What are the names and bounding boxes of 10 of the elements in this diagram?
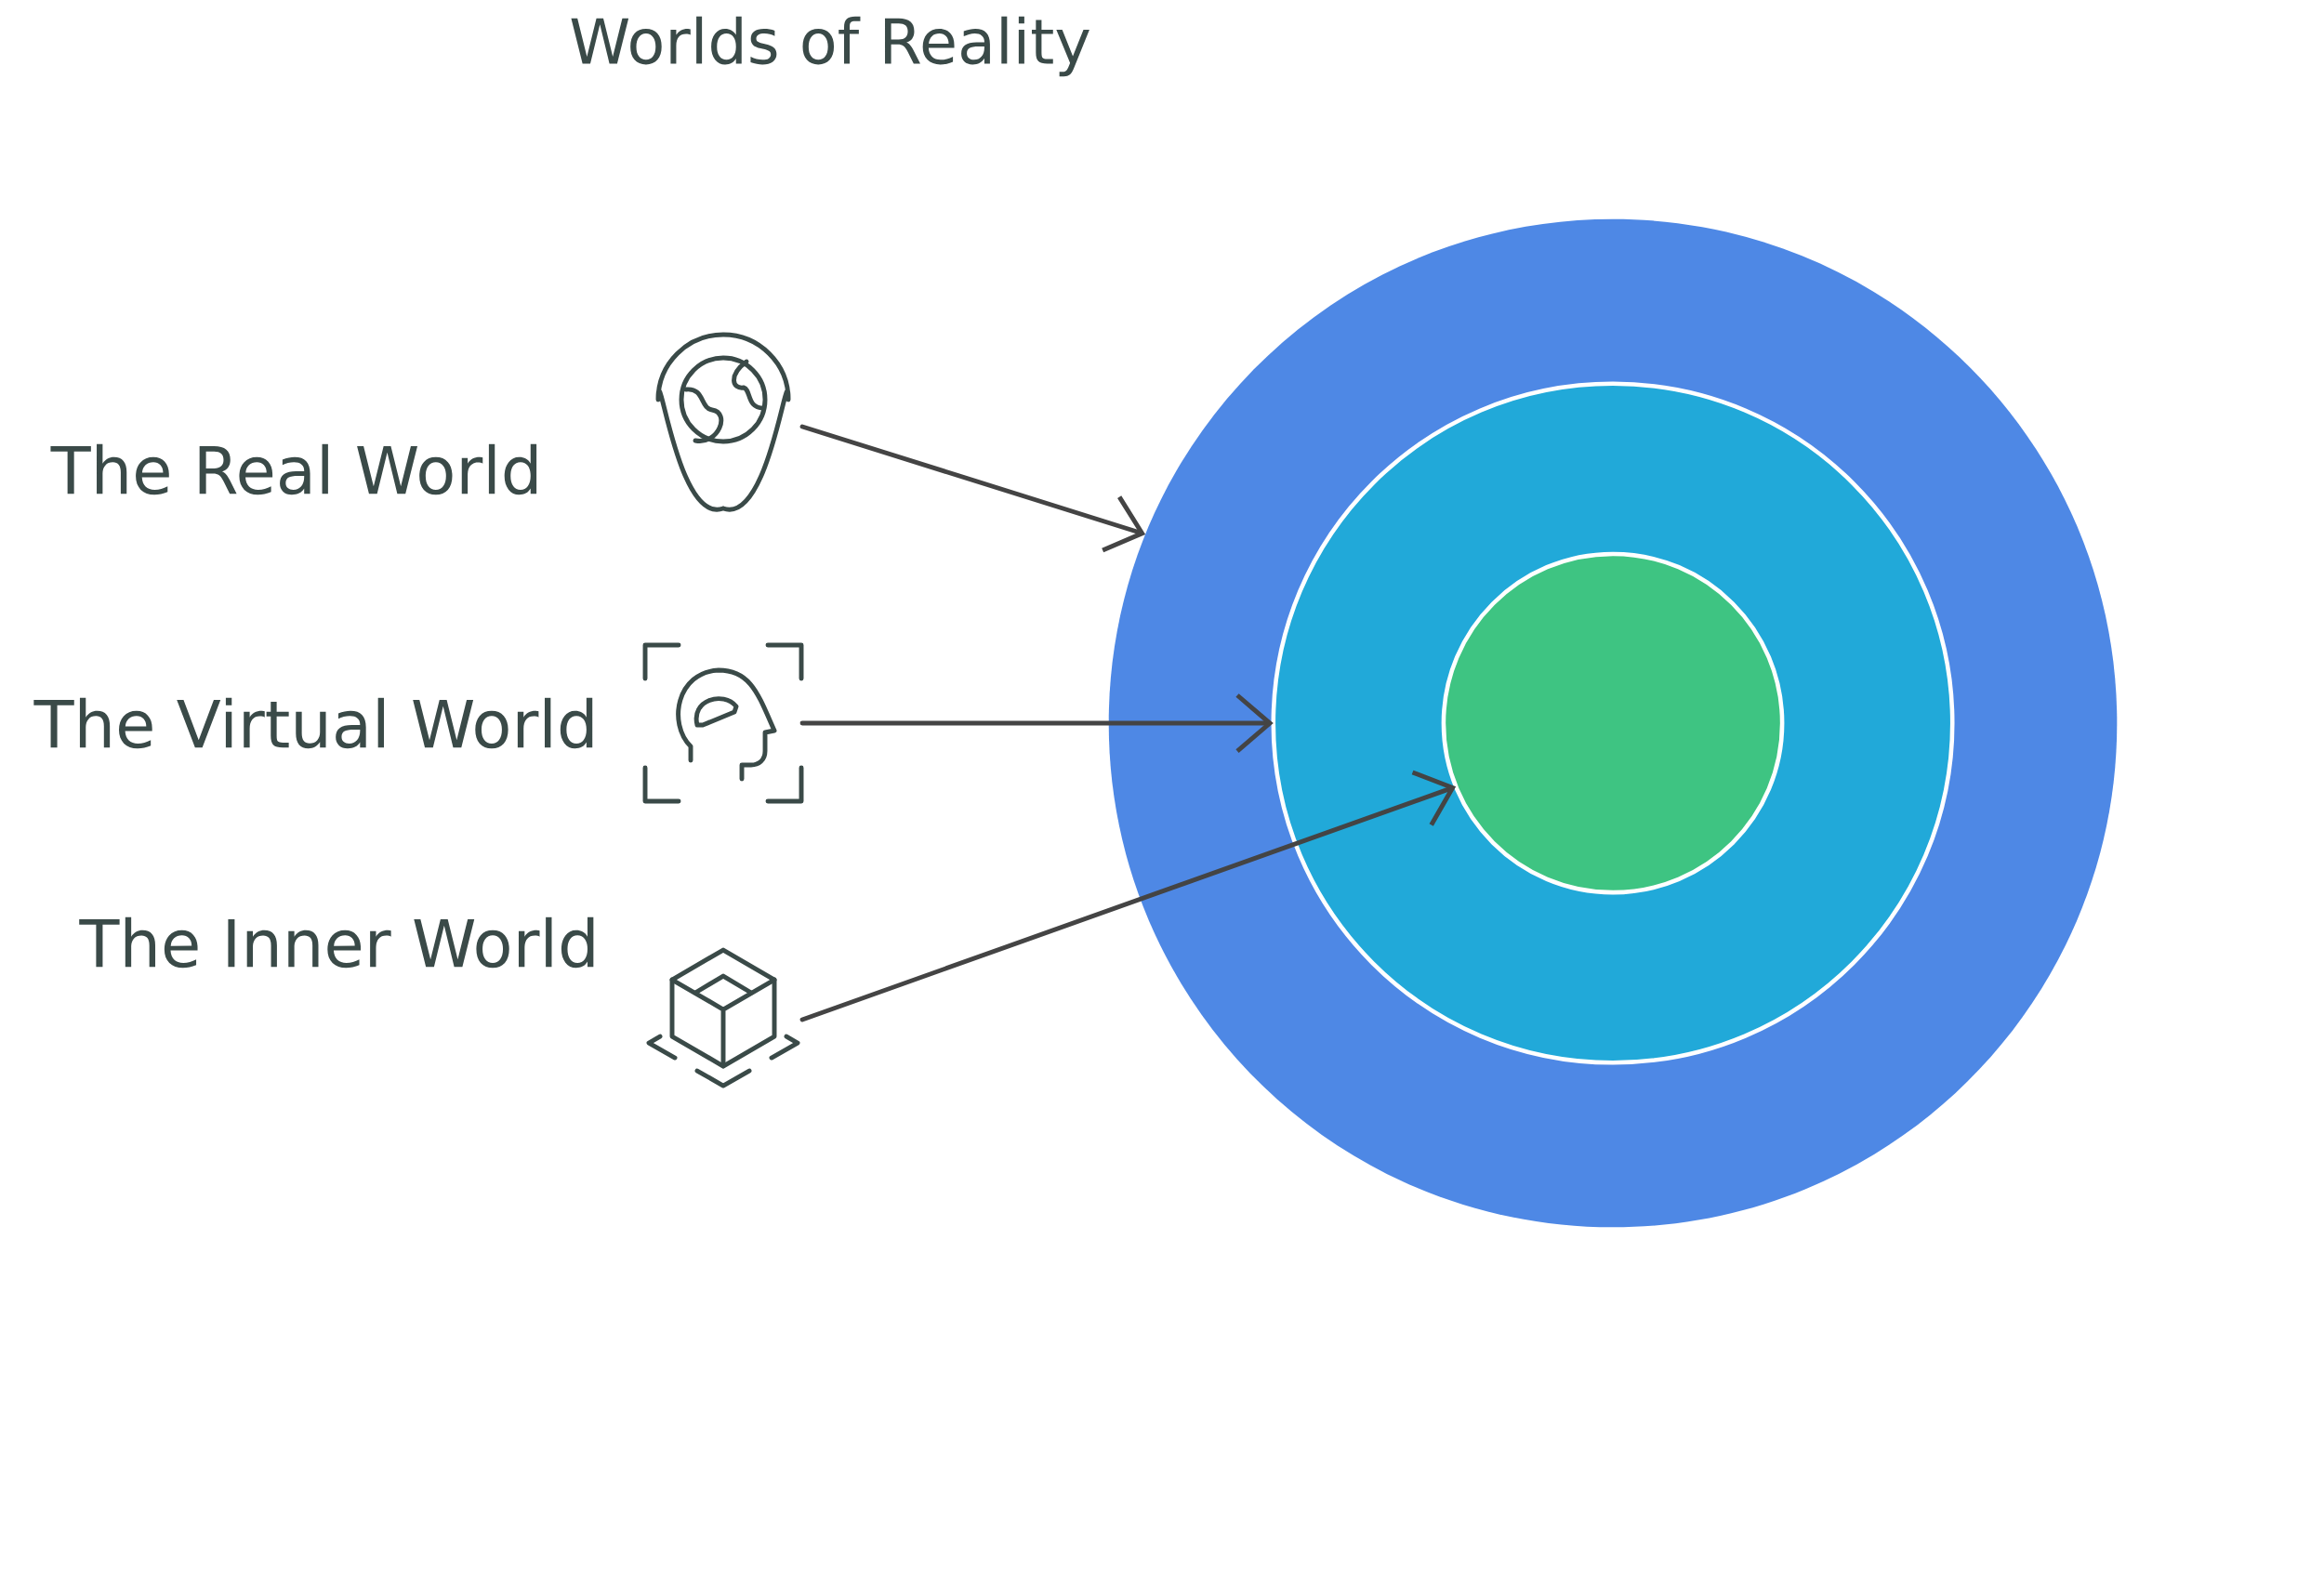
world-label: The Inner World <box>79 916 594 969</box>
face-scan-icon <box>642 642 804 804</box>
arrow <box>799 424 1146 553</box>
arrow <box>799 693 1274 753</box>
world-label: The Real World <box>50 443 537 495</box>
cube-icon <box>646 947 800 1088</box>
title: Worlds of Reality <box>571 16 1089 77</box>
arrow <box>799 770 1457 1022</box>
globe-pin-icon <box>655 332 791 511</box>
circle <box>1441 551 1785 895</box>
